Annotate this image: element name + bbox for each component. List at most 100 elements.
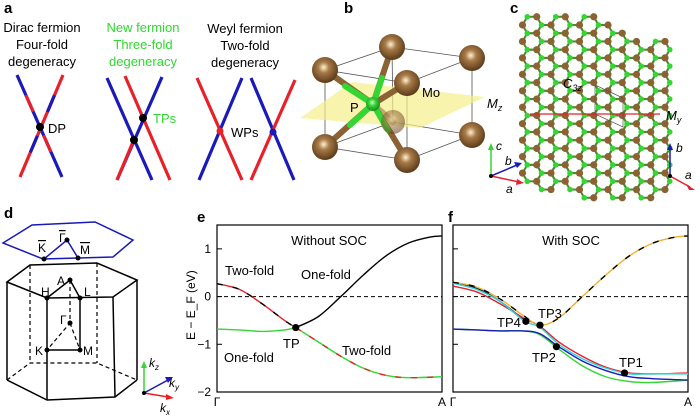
p-atom [652,137,659,143]
y-axis-label: E − E_F (eV) [184,270,198,340]
mo-atom [618,62,626,70]
mo-atom [561,29,569,37]
p-atom [552,30,559,37]
p-atom [524,30,531,37]
p-atom [567,38,573,45]
mo-atom [561,128,569,136]
mo-atom [533,144,541,153]
m-point-label: M [83,344,93,358]
p-atom [624,55,630,61]
p-atom [552,145,559,152]
mo-atom [604,21,612,29]
mo-atom [547,87,555,95]
mo-atom [632,153,641,161]
p-atom [638,162,645,168]
mo-atom [533,29,541,37]
mo-atom [561,78,569,87]
p-atom [595,153,602,160]
panel-label-d: d [4,205,13,222]
triple-point-tp1 [620,369,629,377]
kz-label: kz [149,356,159,372]
weyl-title: Weyl fermion [207,21,283,36]
mbar-label: M [80,243,90,257]
mo-atom [561,95,569,103]
p-atom [524,63,531,69]
p-atom [581,13,588,20]
mo-atom [661,37,669,46]
band-upper-two-fold-overlay [216,283,297,329]
mo-atom [533,46,541,54]
chart-e-title: Without SOC [291,233,367,248]
mo-atom [618,144,626,153]
x-tick-label-a: A [684,395,692,409]
p-atom [538,170,545,176]
p-label: P [350,100,359,115]
mo-atom [647,194,655,202]
axis-b-label: b [505,154,512,168]
p-atom [567,71,573,78]
mirror-plane [300,82,485,128]
mo-atom [518,120,527,128]
tp2-label: TP2 [532,350,556,365]
mo-atom [590,13,598,21]
p-atom [538,88,545,94]
mo-atom [575,37,584,46]
gamma-point-label: Γ [60,313,67,327]
p-atom [538,22,545,28]
mo-atom [618,128,626,136]
p-atom [624,153,630,160]
p-atom [595,55,602,61]
p-atom [624,88,630,94]
mo-atom [533,177,541,185]
p-atom [609,178,616,185]
p-atom [552,129,559,135]
triple-point-tp4 [522,317,530,325]
p-atom [581,79,588,86]
p-atom [538,137,545,143]
mo-atom [547,70,555,78]
band-orange-overlay [452,235,689,326]
p-atom [524,13,531,20]
p-atom [609,129,616,135]
dirac-subtitle: Four-fold [16,37,68,52]
panel-a: Dirac fermion Four-fold degeneracy New f… [3,20,282,70]
p-atom [609,162,616,168]
plot-frame [216,224,443,393]
weyl-bands [195,77,297,181]
p-atom [581,194,588,201]
p-atom [652,88,659,94]
p-atom [666,96,673,102]
mo-atom [618,46,626,54]
p-atom [581,30,588,37]
p-atom [567,120,573,127]
mo-atom [604,185,612,194]
p-atom [538,120,545,127]
mo-atom [518,37,527,46]
mo-atom [575,87,584,95]
triple-point-tp3 [536,321,544,329]
new-fermion-title: New fermion [107,20,180,35]
weyl-subtitle: Two-fold [220,38,269,53]
mo-atom [647,161,655,169]
panel-label-a: a [4,0,13,17]
p-atom [581,96,588,102]
p-atom [638,46,645,53]
a-point-label: A [57,274,65,288]
p-atom [624,137,630,143]
mo-atom [604,169,612,177]
mo-atom [661,185,669,194]
mo-atom [661,87,669,95]
mo-atom [632,54,641,62]
p-atom [581,145,588,152]
p-atom [624,38,630,45]
p-atom [524,96,531,102]
axis-b-label: b [676,141,683,155]
dp-label: DP [48,121,66,136]
p-atom [638,63,645,69]
mo-atom [647,111,655,120]
mo-atom [547,103,555,111]
tp4-label: TP4 [497,315,521,330]
mo-atom [312,57,338,83]
p-atom [652,120,659,127]
